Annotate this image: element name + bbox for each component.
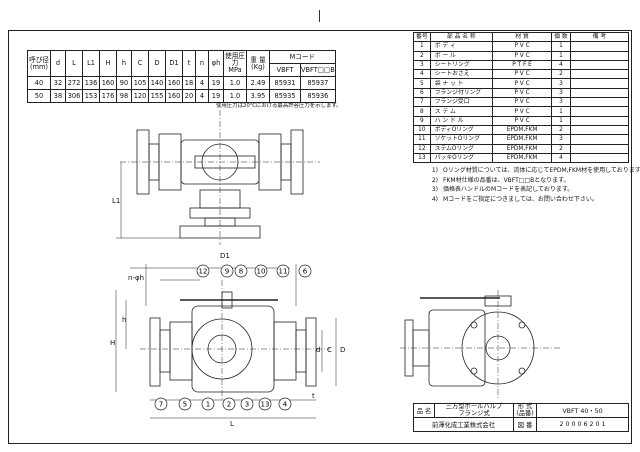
label-d: d	[316, 346, 320, 354]
balloon-number: 7	[159, 400, 163, 408]
parts-cell: EPDM,FKM	[491, 152, 553, 164]
balloon-circle	[278, 397, 292, 411]
title-block: 品 名 三方型ボールバルブ フランジ式 形 式 (品番) VBFT 40・50 …	[413, 403, 629, 432]
balloon-number: 12	[199, 267, 208, 275]
dim-cell: 85935	[269, 89, 301, 103]
note-number: 3)	[431, 186, 438, 193]
balloon-circle	[258, 397, 272, 411]
note-line: 2) FKM材仕様の品番は、VBFT□□Bとなります。	[420, 176, 640, 186]
drawing-frame	[8, 30, 632, 444]
dim-cell: 50	[27, 89, 51, 103]
note-text: FKM材仕様の品番は、VBFT□□Bとなります。	[443, 176, 570, 184]
note-line: 4) Mコードをご指定につきましては、お問い合わせ下さい。	[420, 195, 640, 205]
dim-cell: 176	[99, 89, 117, 103]
side-view	[400, 290, 560, 400]
balloon-number: 3	[245, 400, 249, 408]
center-mark	[319, 10, 320, 22]
balloon-circle	[254, 264, 268, 278]
label-n-phi-h: n-φh	[128, 274, 144, 282]
dim-cell: 85936	[300, 89, 336, 103]
note-number: 1)	[431, 167, 438, 174]
mcode-subheader: VBFT□□B	[300, 63, 336, 77]
dim-cell: 1.0	[223, 89, 247, 103]
balloon-number: 4	[283, 400, 288, 408]
balloon-circle	[276, 264, 290, 278]
note-line: 1) Oリング材質については、流体に応じてEPDM,FKM材を使用しております。	[420, 166, 640, 176]
label-D: D	[340, 346, 345, 354]
label-C: C	[327, 346, 332, 354]
note-number: 2)	[431, 176, 438, 184]
label-L1: L1	[112, 197, 120, 205]
parts-cell	[569, 152, 630, 164]
balloon-number: 1	[206, 400, 210, 408]
balloon-circle	[222, 397, 236, 411]
note-text: Oリング材質については、流体に応じてEPDM,FKM材を使用しております。	[443, 167, 640, 174]
note-text: 価格表ハンドルのMコードを表記しております。	[443, 186, 574, 193]
balloon-number: 9	[225, 267, 229, 275]
balloon-number: 5	[183, 400, 187, 408]
model-label: 形 式 (品番)	[513, 403, 537, 418]
product-name: 三方型ボールバルブ フランジ式	[434, 403, 514, 418]
label-H: H	[110, 339, 115, 347]
balloon-circle	[196, 264, 210, 278]
dim-header: 使用圧力 MPa	[223, 50, 247, 77]
front-view	[115, 264, 337, 419]
balloon-circle	[220, 264, 234, 278]
dim-cell: 3.95	[246, 89, 270, 103]
parts-cell: パッキOリング	[429, 152, 493, 164]
balloon-number: 8	[239, 267, 243, 275]
balloon-number: 11	[279, 267, 288, 275]
label-D1: D1	[220, 252, 230, 260]
dim-cell: 153	[82, 89, 100, 103]
balloon-circle	[201, 397, 215, 411]
balloon-circle	[178, 397, 192, 411]
balloon-circle	[298, 264, 312, 278]
company-name: 前澤化成工業株式会社	[413, 417, 514, 432]
balloon-circle	[240, 397, 254, 411]
label-h: h	[122, 316, 126, 324]
model-no: VBFT 40・50	[536, 403, 629, 418]
balloon-number: 2	[227, 400, 231, 408]
label-L: L	[230, 420, 234, 428]
balloon-number: 6	[303, 267, 308, 275]
note-number: 4)	[431, 195, 438, 203]
notes: 1) Oリング材質については、流体に応じてEPDM,FKM材を使用しております。 2…	[420, 166, 640, 204]
drawing-label: 図 番	[513, 417, 537, 432]
top-view	[116, 110, 320, 245]
drawing-no: 2 0 0 0 6 2 0 1	[536, 417, 629, 432]
label-t: t	[312, 392, 315, 400]
balloon-number: 10	[257, 267, 266, 275]
balloon-number: 13	[261, 400, 270, 408]
pressure-note: 使用圧力は20℃における最高許容圧力を示します。	[216, 103, 342, 109]
note-text: Mコードをご指定につきましては、お問い合わせ下さい。	[443, 195, 598, 203]
name-label: 品 名	[413, 403, 435, 418]
note-line: 3) 価格表ハンドルのMコードを表記しております。	[420, 185, 640, 195]
balloon-circle	[154, 397, 168, 411]
dim-cell: 160	[165, 89, 183, 103]
balloon-circle	[234, 264, 248, 278]
